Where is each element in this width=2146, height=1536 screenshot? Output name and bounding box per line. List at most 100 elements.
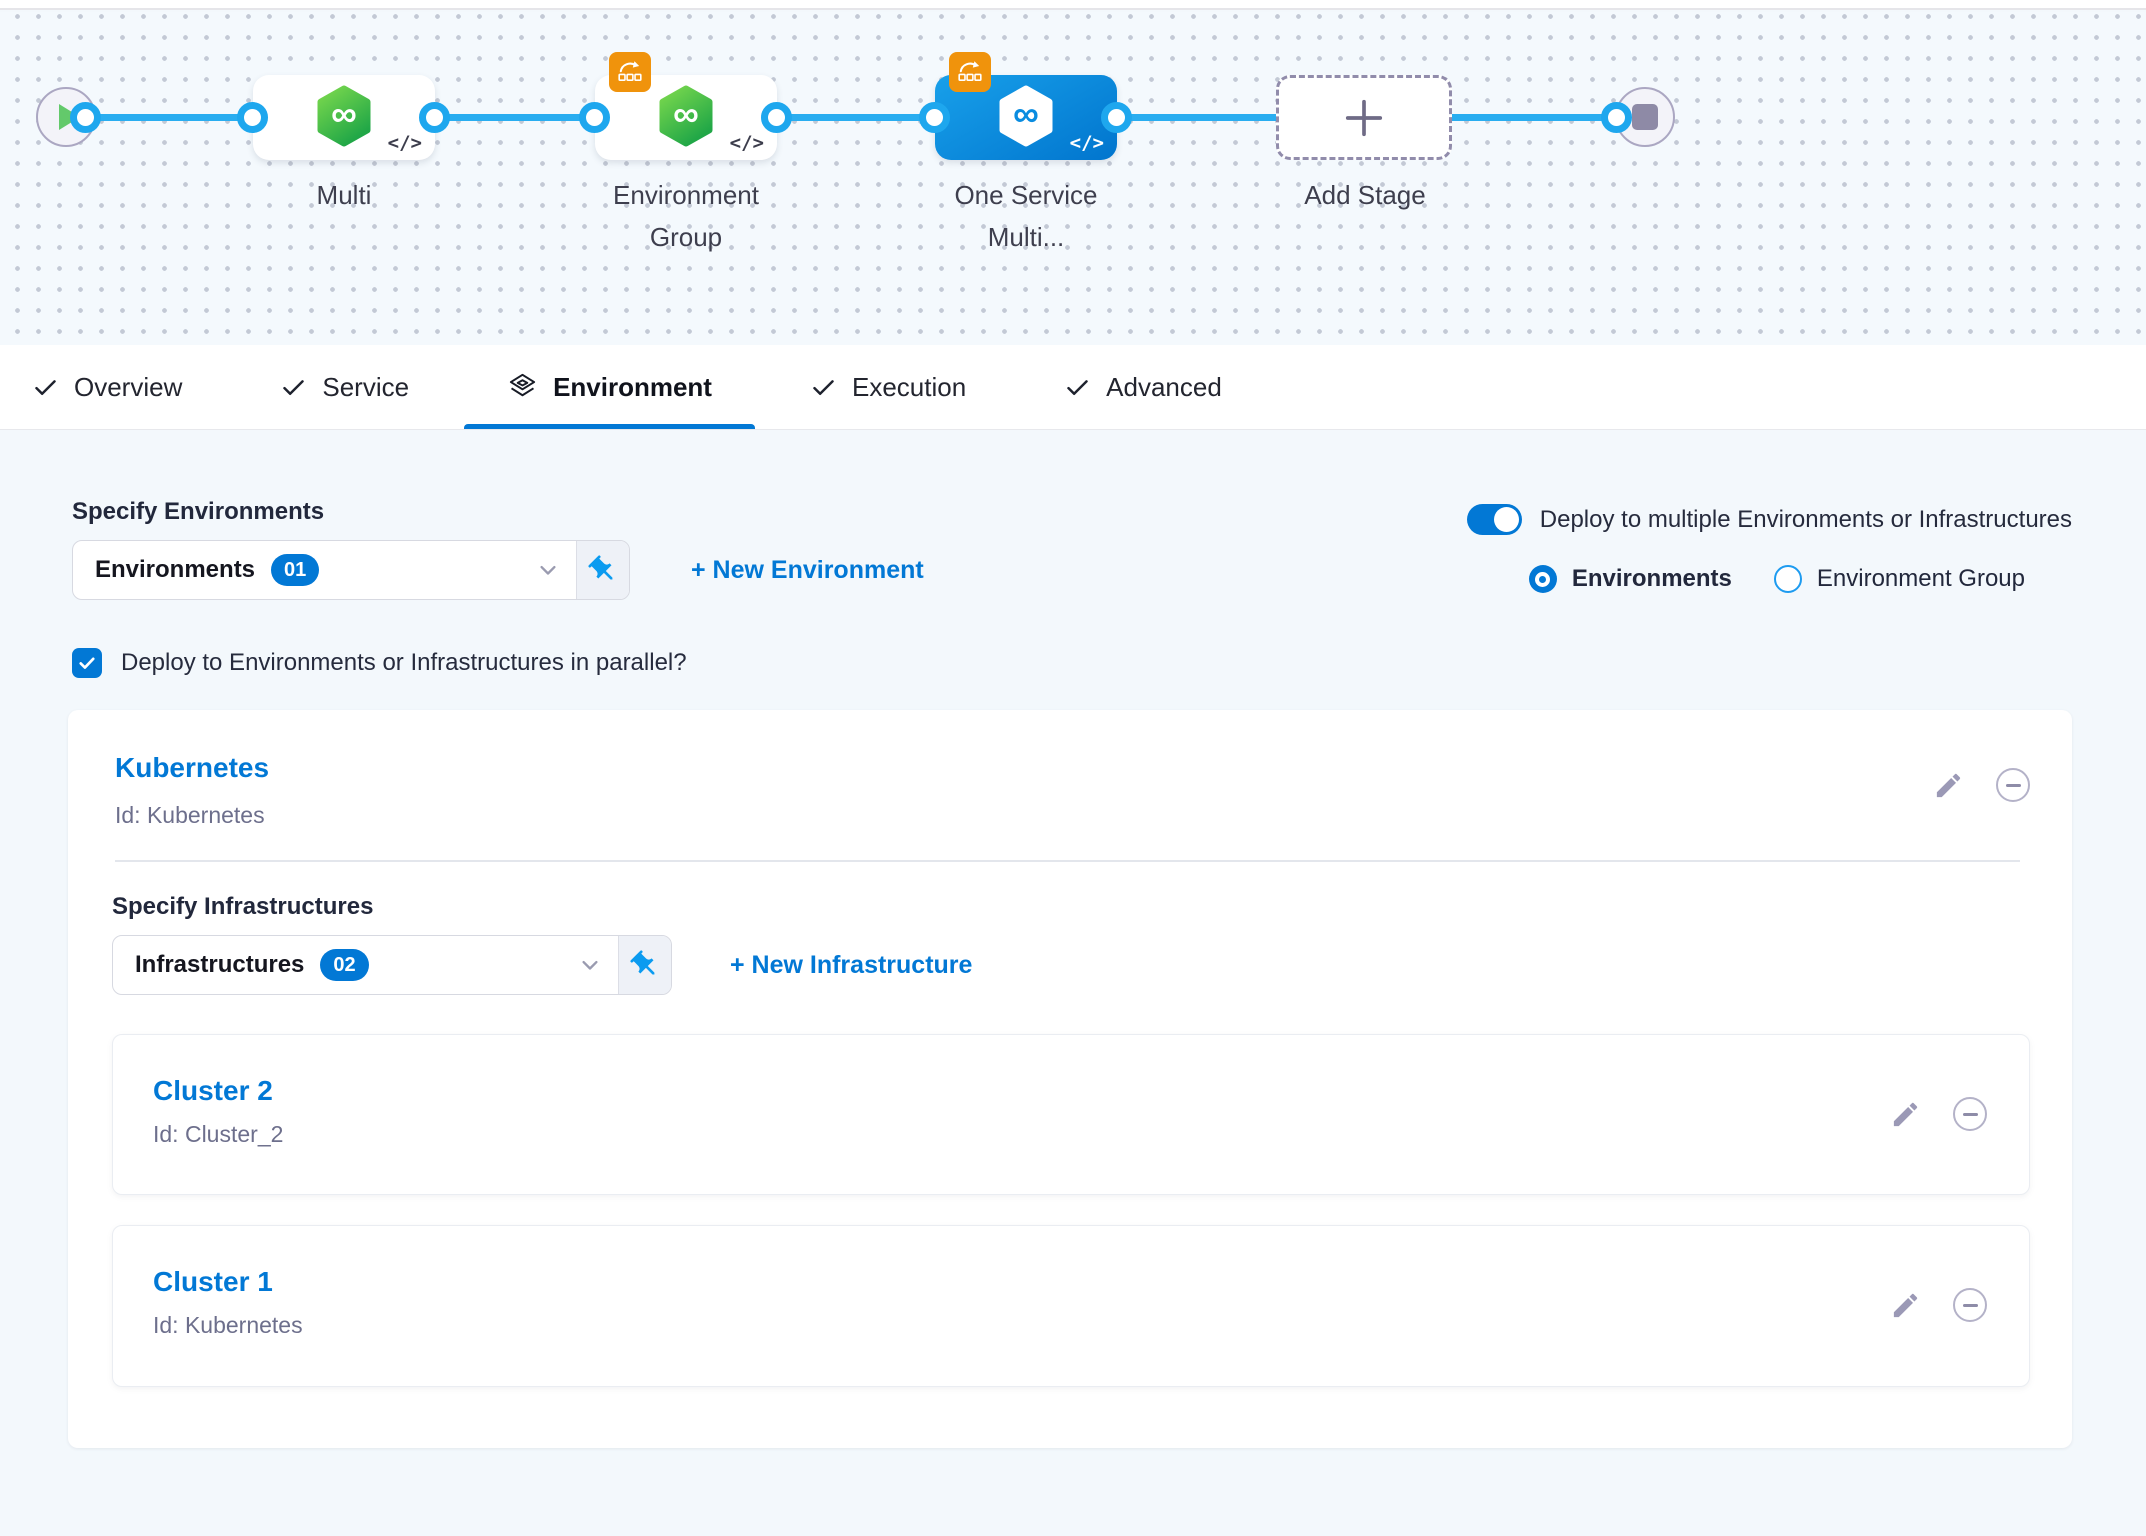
connector-wire: [84, 114, 254, 121]
infrastructure-card-cluster-2: Cluster 2 Id: Cluster_2: [112, 1034, 2030, 1195]
environment-type-radio-group: Environments Environment Group: [1528, 565, 2025, 593]
add-stage-label: Add Stage: [1304, 180, 1426, 210]
new-environment-link[interactable]: + New Environment: [691, 556, 924, 584]
check-icon: [35, 379, 56, 395]
environments-count-badge: 01: [271, 554, 320, 586]
parallel-checkbox-row: Deploy to Environments or Infrastructure…: [72, 648, 687, 678]
infinity-icon: ∞: [1013, 93, 1039, 134]
connector-wire: [778, 114, 936, 121]
pencil-icon: [1893, 1102, 1918, 1126]
stage-label-one-service-multi: One Service Multi...: [954, 180, 1098, 252]
edit-infrastructure-button[interactable]: [1890, 1099, 1921, 1130]
connector-port: [419, 102, 450, 133]
code-view-icon[interactable]: </>: [1069, 132, 1104, 154]
infrastructure-id-text: Id: Kubernetes: [153, 1312, 303, 1338]
infinity-icon: ∞: [331, 93, 357, 134]
stage-label-environment-group: Environment Group: [613, 180, 759, 252]
code-view-icon[interactable]: </>: [387, 132, 422, 154]
infrastructure-id-text: Id: Cluster_2: [153, 1121, 284, 1147]
environment-title-link[interactable]: Kubernetes: [115, 752, 270, 783]
environment-card-kubernetes: Kubernetes Id: Kubernetes Specify Infras…: [68, 710, 2072, 1448]
harness-cd-icon: ∞: [997, 84, 1055, 148]
pushpin-icon: [630, 950, 655, 975]
parallel-checkbox[interactable]: [72, 648, 102, 678]
infrastructure-card-actions: [1890, 1097, 1987, 1131]
harness-cd-icon: ∞: [315, 84, 373, 148]
tab-service[interactable]: Service: [231, 345, 458, 429]
connector-port: [70, 102, 101, 133]
deploy-multiple-toggle[interactable]: [1466, 504, 1522, 535]
connector-port: [919, 102, 950, 133]
connector-port: [1601, 102, 1632, 133]
parallel-checkbox-label: Deploy to Environments or Infrastructure…: [121, 649, 687, 676]
radio-selected-icon: [1528, 565, 1557, 593]
check-icon: [283, 379, 305, 395]
stage-node-multi[interactable]: ∞ </>: [253, 75, 435, 160]
pipeline-canvas[interactable]: ∞ </> ∞ </>: [0, 12, 2146, 345]
connector-port: [579, 102, 610, 133]
stage-label-multi: Multi: [316, 180, 372, 210]
connector-port: [1101, 102, 1132, 133]
infinity-icon: ∞: [673, 93, 699, 134]
environment-panel: Specify Environments Environments 01 + N…: [0, 430, 2146, 1536]
propagate-stage-badge-icon: [609, 52, 651, 92]
tab-advanced[interactable]: Advanced: [1015, 345, 1271, 429]
check-icon: [1067, 379, 1088, 395]
pin-environments-button[interactable]: [577, 541, 629, 599]
check-icon: [79, 657, 95, 669]
infrastructures-dropdown-value[interactable]: Infrastructures 02: [113, 936, 619, 994]
infrastructures-dropdown[interactable]: Infrastructures 02: [112, 935, 672, 995]
pin-infrastructures-button[interactable]: [619, 936, 671, 994]
edit-environment-button[interactable]: [1933, 770, 1964, 801]
infrastructure-title-link[interactable]: Cluster 2: [153, 1075, 273, 1106]
pencil-icon: [1936, 773, 1961, 797]
remove-infrastructure-button[interactable]: [1953, 1097, 1987, 1131]
remove-environment-button[interactable]: [1996, 768, 2030, 802]
add-stage-button[interactable]: [1276, 75, 1452, 160]
remove-infrastructure-button[interactable]: [1953, 1288, 1987, 1322]
connector-port: [237, 102, 268, 133]
tab-overview[interactable]: Overview: [32, 345, 231, 429]
specify-infrastructures-label: Specify Infrastructures: [112, 893, 374, 920]
deploy-multiple-toggle-row: Deploy to multiple Environments or Infra…: [1466, 504, 2072, 535]
chevron-down-icon: [534, 556, 562, 584]
plus-icon: [1345, 99, 1383, 136]
card-divider: [115, 860, 2020, 862]
specify-environments-label: Specify Environments: [72, 498, 325, 525]
check-icon: [813, 379, 834, 395]
active-tab-underline: [464, 424, 755, 429]
stage-node-one-service-multi[interactable]: ∞ </>: [935, 52, 1117, 160]
environment-card-actions: [1933, 768, 2030, 802]
radio-environment-group[interactable]: Environment Group: [1773, 565, 2025, 593]
top-divider: [0, 0, 2146, 10]
infrastructures-count-badge: 02: [320, 949, 369, 981]
new-infrastructure-link[interactable]: + New Infrastructure: [730, 951, 973, 979]
stop-icon: [1632, 104, 1658, 130]
toggle-knob: [1493, 507, 1519, 532]
tab-environment[interactable]: Environment: [458, 345, 761, 429]
pencil-icon: [1893, 1293, 1918, 1317]
environments-dropdown-value[interactable]: Environments 01: [73, 541, 577, 599]
pushpin-icon: [588, 555, 613, 580]
harness-cd-icon: ∞: [657, 84, 715, 148]
radio-unselected-icon: [1773, 565, 1802, 593]
environment-layers-icon: [509, 373, 536, 396]
tab-execution[interactable]: Execution: [761, 345, 1015, 429]
edit-infrastructure-button[interactable]: [1890, 1290, 1921, 1321]
propagate-stage-badge-icon: [949, 52, 991, 92]
minus-icon: [1962, 1303, 1978, 1307]
connector-port: [761, 102, 792, 133]
infrastructure-card-cluster-1: Cluster 1 Id: Kubernetes: [112, 1225, 2030, 1387]
minus-icon: [1962, 1112, 1978, 1116]
code-view-icon[interactable]: </>: [729, 132, 764, 154]
radio-environments[interactable]: Environments: [1528, 565, 1732, 593]
deploy-multiple-toggle-label: Deploy to multiple Environments or Infra…: [1539, 505, 2072, 533]
infrastructure-title-link[interactable]: Cluster 1: [153, 1266, 273, 1297]
environments-dropdown[interactable]: Environments 01: [72, 540, 630, 600]
stage-node-environment-group[interactable]: ∞ </>: [595, 52, 777, 160]
chevron-down-icon: [576, 951, 604, 979]
connector-wire: [436, 114, 596, 121]
infrastructure-card-actions: [1890, 1288, 1987, 1322]
stage-tabbar: Overview Service Environment Execution A…: [0, 345, 2146, 430]
